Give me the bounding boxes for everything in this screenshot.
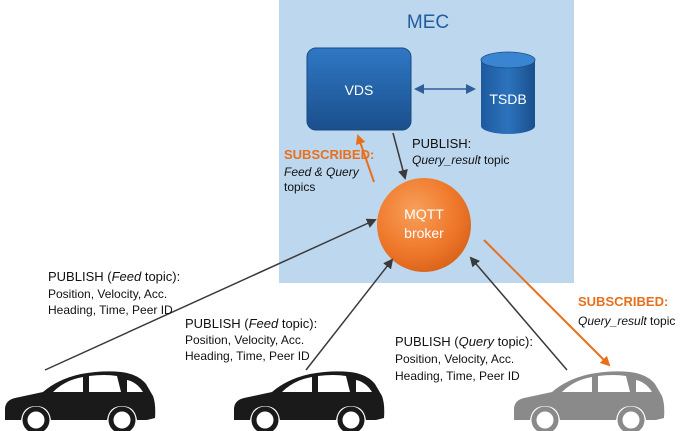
right-car-arrow xyxy=(469,256,568,371)
car-right-icon xyxy=(514,371,665,431)
vds-box[interactable] xyxy=(306,47,412,131)
middle-car-line3: Heading, Time, Peer ID xyxy=(185,349,310,363)
subscribed-mec-topics: Feed & Query xyxy=(284,165,360,179)
publish-query-result-title: PUBLISH: xyxy=(412,136,471,151)
broker-to-vds-arrow xyxy=(355,134,375,183)
mqtt-broker[interactable] xyxy=(377,178,471,272)
middle-car-publish: PUBLISH (Feed topic): xyxy=(185,316,317,331)
vds-to-broker-arrow xyxy=(392,132,408,180)
left-car-line2: Position, Velocity, Acc. xyxy=(48,287,167,301)
broker-to-right-car-arrow xyxy=(483,239,611,367)
car-left-icon xyxy=(5,371,156,431)
vds-label: VDS xyxy=(345,82,374,98)
right-car-publish: PUBLISH (Query topic): xyxy=(395,334,533,349)
subscribed-mec-topics-suffix: topics xyxy=(284,180,315,194)
car-middle-icon xyxy=(234,371,385,431)
left-car-publish: PUBLISH (Feed topic): xyxy=(48,269,180,284)
left-car-line3: Heading, Time, Peer ID xyxy=(48,303,173,317)
right-car-line3: Heading, Time, Peer ID xyxy=(395,369,520,383)
left-car-arrow xyxy=(44,218,377,371)
subscribed-car-topic: Query_result topic xyxy=(578,314,675,328)
publish-query-result-topic: Query_result topic xyxy=(412,153,509,167)
subscribed-car-title: SUBSCRIBED: xyxy=(578,294,668,309)
broker-label-line2: broker xyxy=(404,225,444,241)
broker-label-line1: MQTT xyxy=(404,206,444,222)
tsdb-database[interactable] xyxy=(480,51,536,134)
mec-label: MEC xyxy=(407,12,449,33)
middle-car-arrow xyxy=(305,258,394,371)
middle-car-line2: Position, Velocity, Acc. xyxy=(185,333,304,347)
tsdb-label: TSDB xyxy=(489,91,526,107)
right-car-line2: Position, Velocity, Acc. xyxy=(395,352,514,366)
subscribed-mec-title: SUBSCRIBED: xyxy=(284,147,374,162)
